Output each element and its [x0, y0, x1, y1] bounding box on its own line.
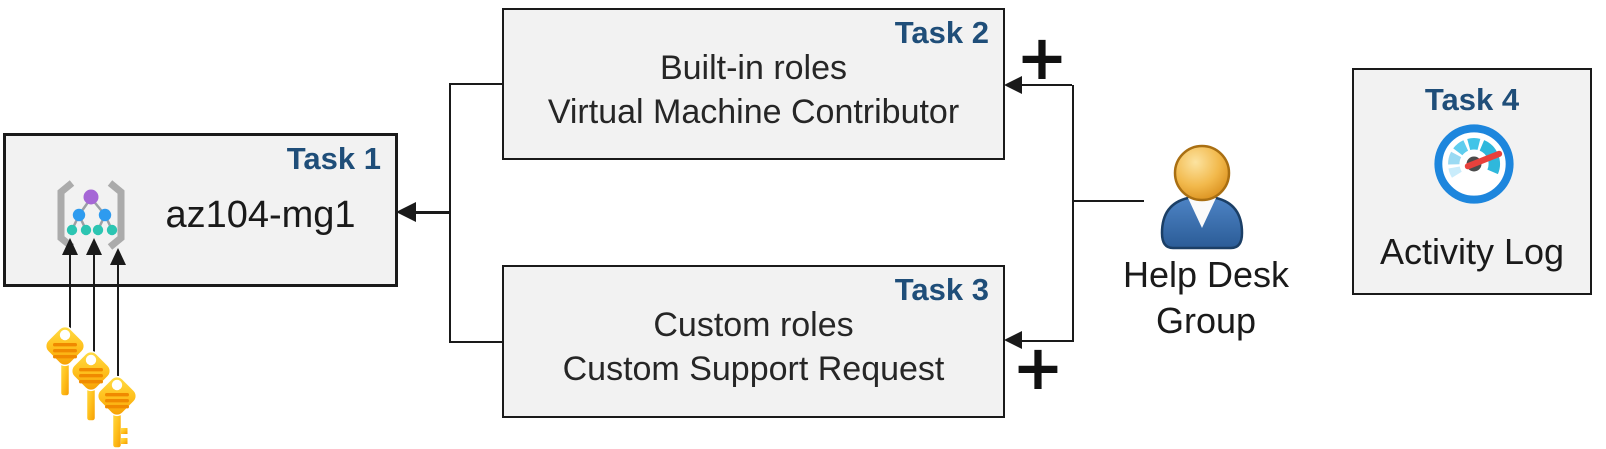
actor-name: Help Desk Group: [1100, 252, 1312, 344]
actor-name-line1: Help Desk: [1122, 254, 1290, 295]
gauge-needle: [1464, 150, 1503, 170]
user-collar: [1188, 198, 1216, 228]
plus-icon-task3: +: [1012, 331, 1064, 404]
task4-caption: Activity Log: [1379, 231, 1565, 272]
arrowhead-key1: [62, 238, 78, 255]
plus-icon-task2: +: [1016, 21, 1068, 94]
connector-to-task1-line: [410, 211, 450, 214]
connector-left-to-task3: [449, 341, 503, 343]
task4-label: Task 4: [1424, 82, 1520, 117]
key-icon-3: [96, 375, 138, 449]
task2-text: Built-in roles Virtual Machine Contribut…: [504, 46, 1003, 134]
arrowhead-into-task3: [1004, 331, 1022, 349]
connector-from-actor: [1072, 200, 1144, 202]
gauge-icon: [1434, 124, 1514, 204]
keys-icon: [44, 325, 138, 449]
actor-name-line2: Group: [1155, 300, 1257, 341]
connector-to-task3-line: [1022, 340, 1072, 342]
task1-box: Task 1 az104-mg1: [3, 133, 398, 287]
arrowhead-into-task2: [1004, 76, 1022, 94]
task3-text: Custom roles Custom Support Request: [504, 303, 1003, 391]
task1-title: az104-mg1: [165, 194, 356, 236]
task2-line2: Virtual Machine Contributor: [547, 93, 960, 131]
user-head: [1173, 144, 1231, 202]
key3-line: [117, 264, 119, 380]
arrowhead-key2: [86, 238, 102, 255]
key-icon-2: [70, 350, 112, 422]
task3-box: Task 3 Custom roles Custom Support Reque…: [502, 265, 1005, 418]
connector-left-to-task2: [449, 83, 503, 85]
key2-line: [93, 254, 95, 358]
task2-label: Task 2: [894, 15, 989, 50]
connector-right-vertical: [1072, 85, 1074, 342]
task3-line1: Custom roles: [653, 306, 854, 344]
connector-left-vertical: [449, 84, 451, 342]
connector-to-task2-line: [1022, 84, 1072, 86]
task3-line2: Custom Support Request: [562, 350, 945, 388]
key-icon-1: [44, 325, 86, 397]
task4-box: Task 4 Activity Log: [1352, 68, 1592, 295]
task3-label: Task 3: [894, 272, 989, 307]
user-icon: [1160, 144, 1244, 250]
task2-line1: Built-in roles: [659, 49, 848, 87]
arrowhead-key3: [110, 248, 126, 265]
task1-label: Task 1: [286, 141, 381, 176]
key1-line: [69, 254, 71, 330]
arrowhead-into-task1: [396, 202, 416, 222]
task2-box: Task 2 Built-in roles Virtual Machine Co…: [502, 8, 1005, 160]
